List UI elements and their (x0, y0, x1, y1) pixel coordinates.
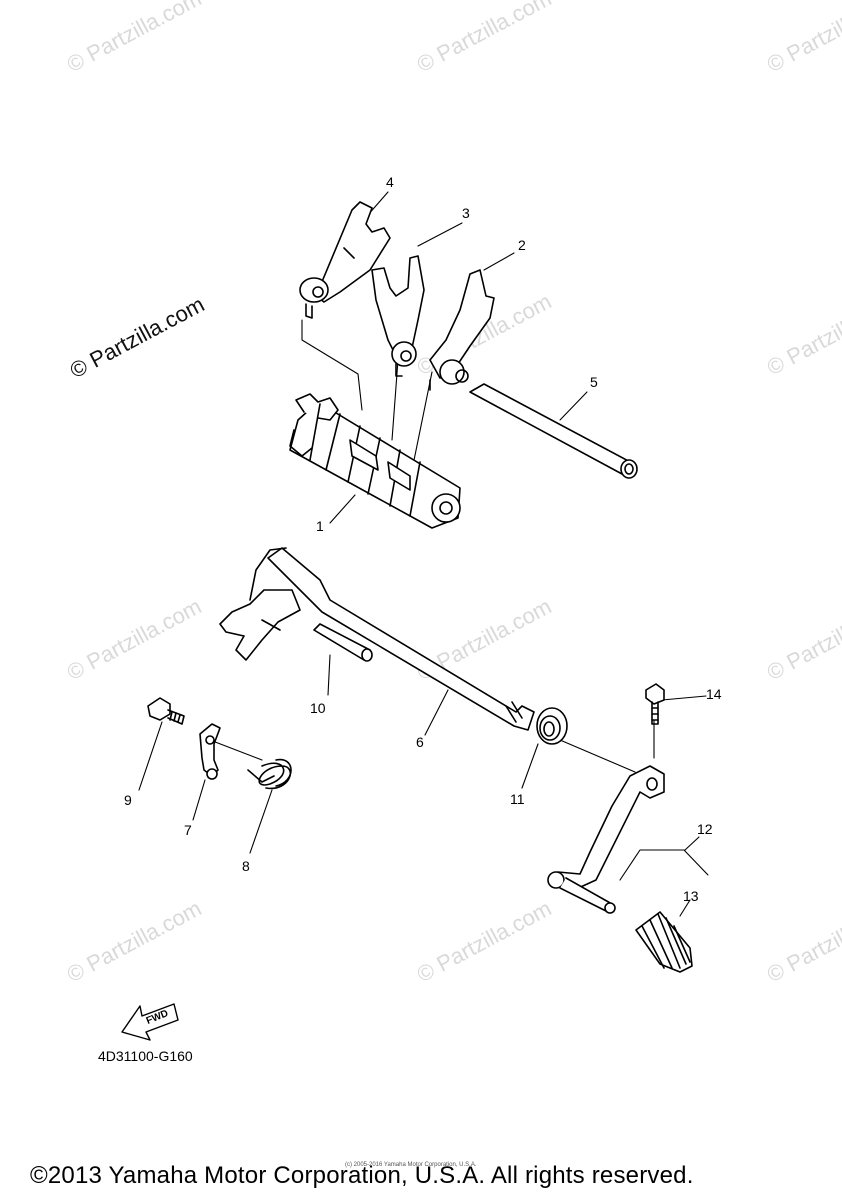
callout-7: 7 (184, 822, 192, 838)
shift-drum (289, 393, 461, 529)
shift-fork-2 (429, 269, 495, 391)
dowel-pin (313, 623, 373, 662)
callout-5: 5 (590, 374, 598, 390)
callout-9: 9 (124, 792, 132, 808)
diagram-part-code: 4D31100-G160 (98, 1048, 193, 1064)
callout-10: 10 (310, 700, 326, 716)
callout-12: 12 (697, 821, 713, 837)
callout-11: 11 (510, 791, 525, 807)
bolt-14 (645, 683, 665, 725)
callout-6: 6 (416, 734, 424, 750)
callout-13: 13 (683, 888, 699, 904)
stopper-lever (199, 723, 221, 780)
shift-fork-3 (371, 255, 425, 377)
leader-lines (138, 191, 709, 917)
callout-2: 2 (518, 237, 526, 253)
fwd-arrow-icon (121, 1003, 179, 1041)
torsion-spring (247, 758, 292, 790)
callout-3: 3 (462, 205, 470, 221)
callout-8: 8 (242, 858, 250, 874)
fork-shaft (469, 383, 638, 479)
fine-print: (c) 2005-2016 Yamaha Motor Corporation, … (345, 1162, 477, 1168)
copyright-notice: ©2013 Yamaha Motor Corporation, U.S.A. A… (30, 1162, 694, 1189)
shift-shaft (219, 547, 535, 731)
shift-pedal (547, 765, 665, 914)
shift-fork-4 (299, 201, 391, 319)
callout-4: 4 (386, 174, 394, 190)
bolt-9 (147, 697, 185, 725)
callout-1: 1 (316, 518, 324, 534)
pedal-rubber (635, 911, 693, 973)
oil-seal (536, 707, 568, 745)
callout-14: 14 (706, 686, 722, 702)
